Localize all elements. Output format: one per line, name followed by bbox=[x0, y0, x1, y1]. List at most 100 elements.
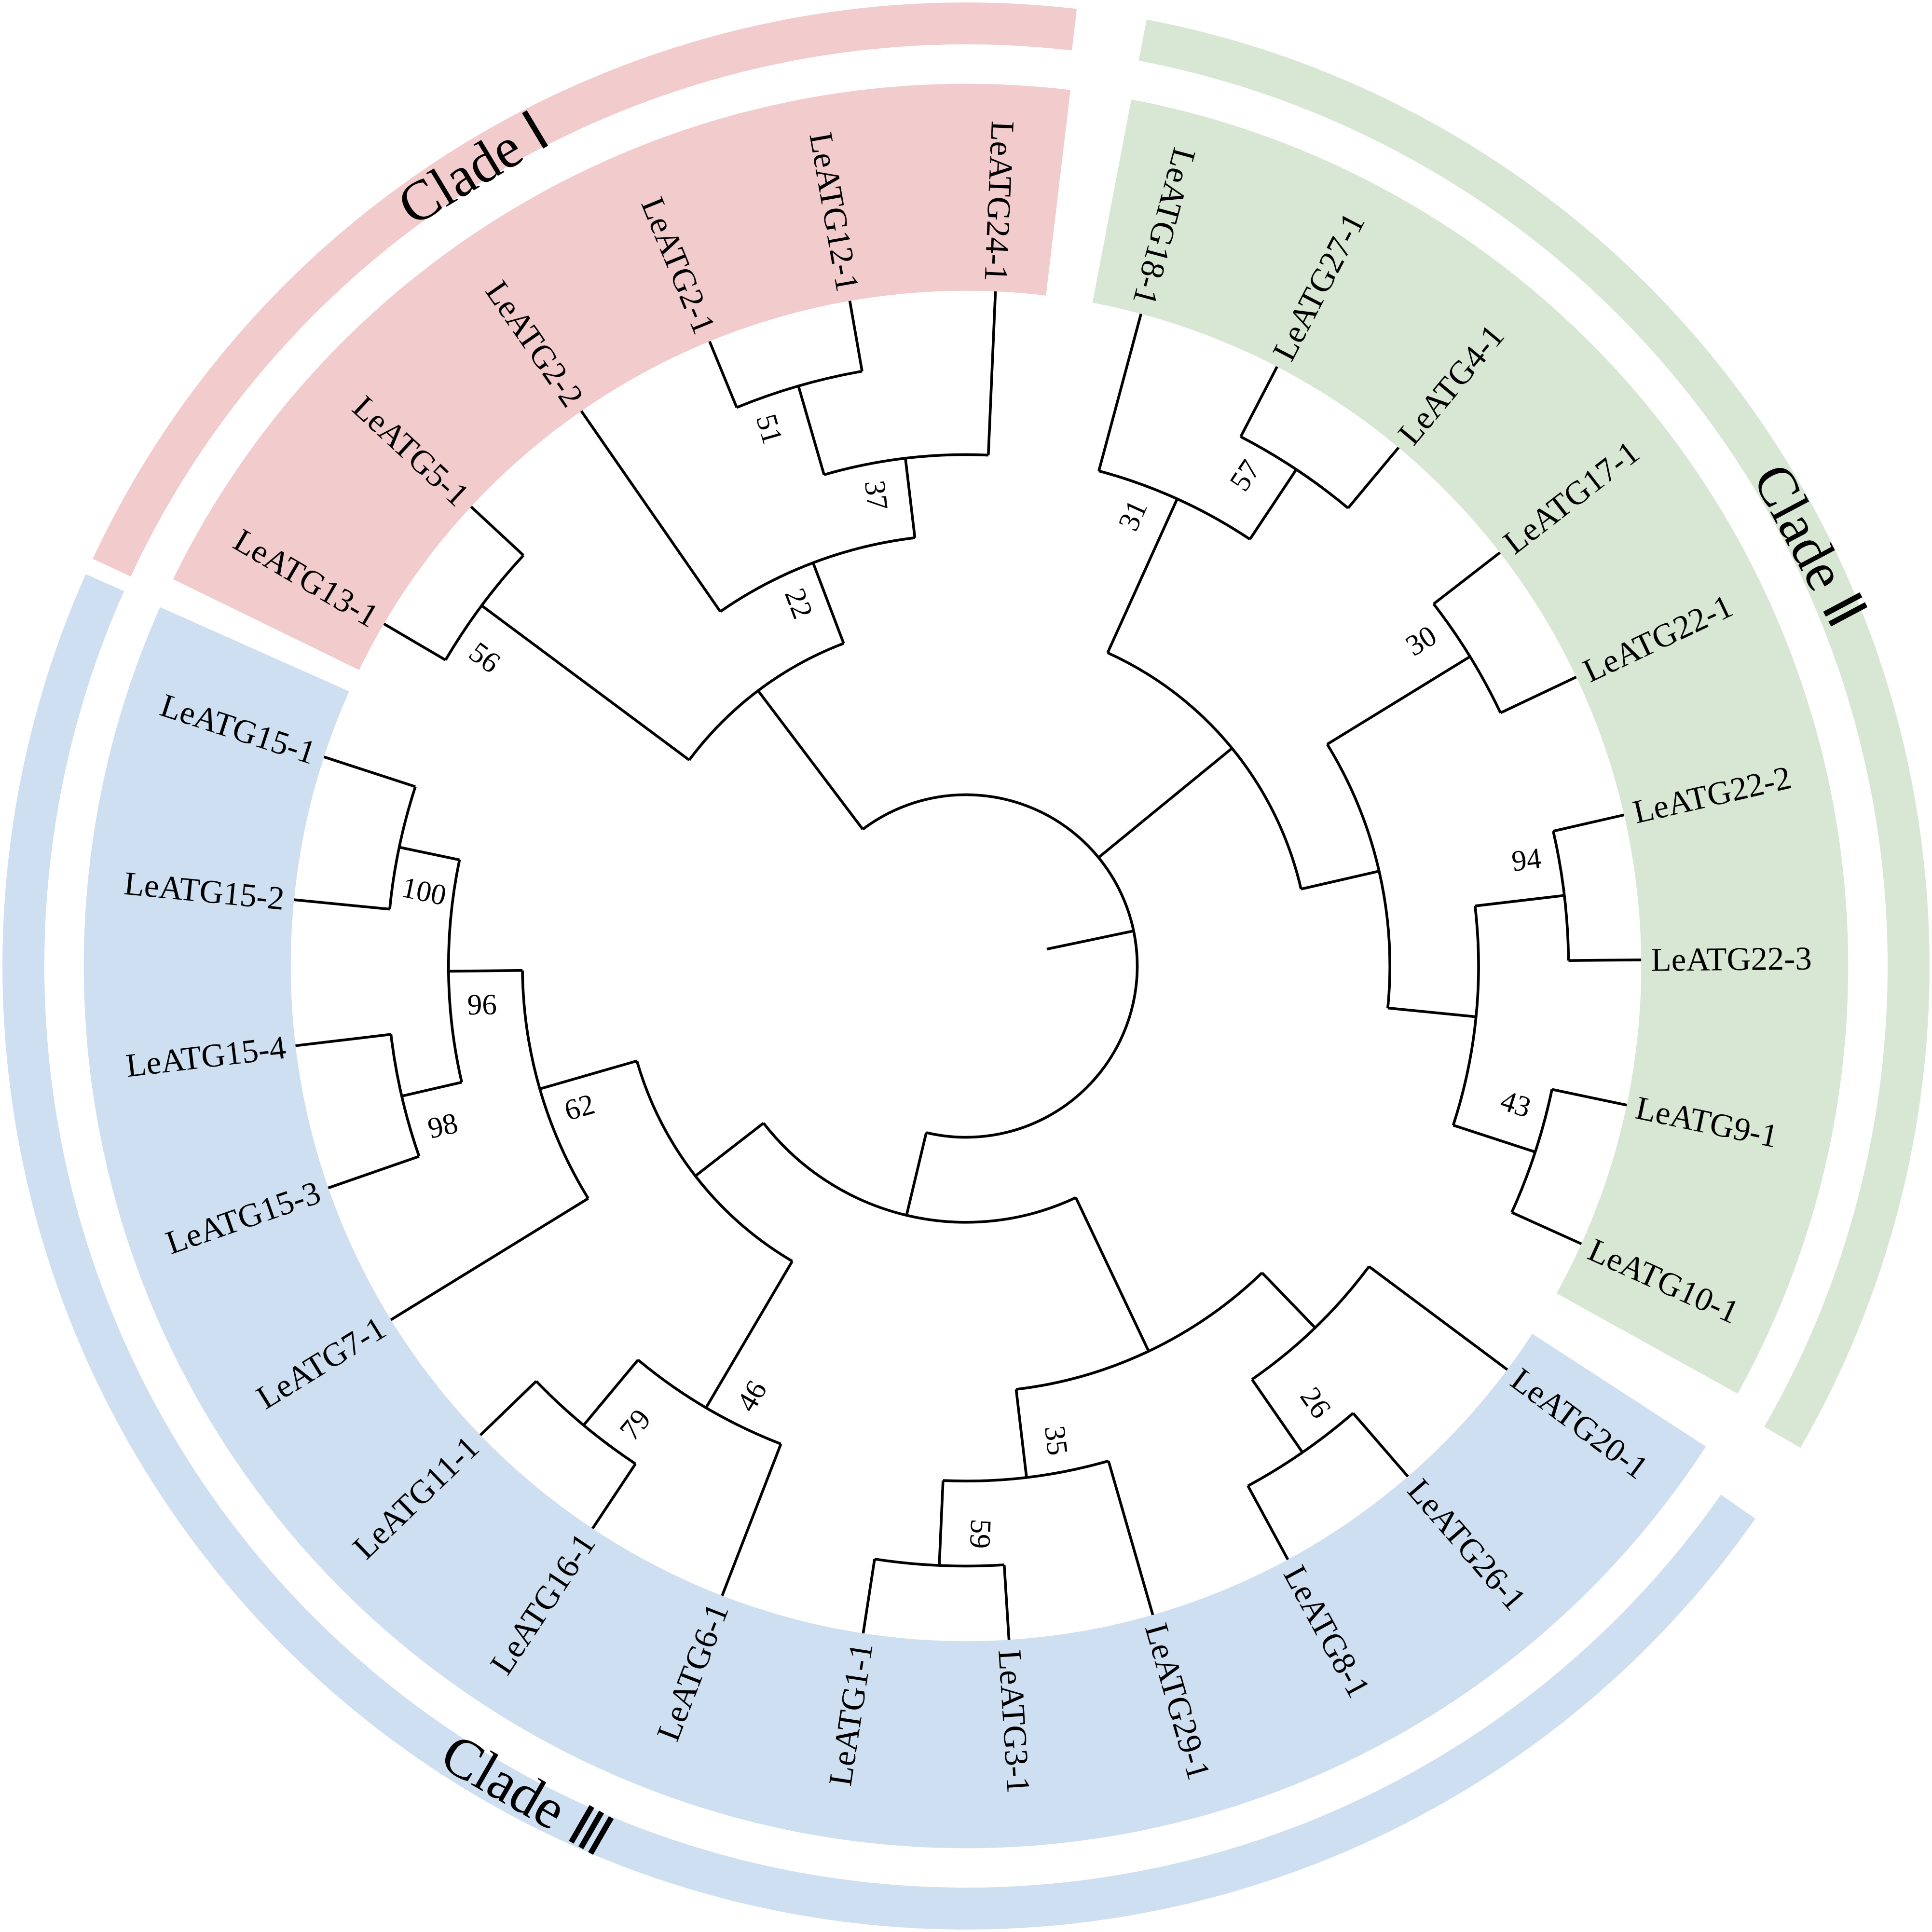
leaf-label: LeATG22-3 bbox=[1651, 940, 1812, 978]
leaf-branch bbox=[328, 1155, 420, 1190]
bootstrap-value: 43 bbox=[1496, 1084, 1535, 1124]
leaf-branch bbox=[323, 755, 416, 788]
internal-branch bbox=[1248, 468, 1298, 540]
internal-branch bbox=[757, 690, 864, 830]
leaf-branch bbox=[295, 1033, 391, 1047]
bootstrap-labels: 22 37 51 56 31 57 30 94 43 26 35 59 46 79 62 96 98 100 bbox=[399, 411, 1543, 1549]
bootstrap-value: 57 bbox=[1223, 454, 1267, 497]
bootstrap-value: 46 bbox=[730, 1375, 774, 1417]
leaf-branch bbox=[848, 301, 863, 372]
leaf-label: LeATG3-1 bbox=[991, 1648, 1037, 1795]
branch-arc bbox=[719, 536, 915, 613]
branch-arc bbox=[1016, 1272, 1263, 1391]
internal-branch bbox=[1301, 870, 1380, 891]
branch-arc bbox=[535, 1380, 636, 1465]
leaf-branch bbox=[987, 291, 997, 455]
branch-arc bbox=[1510, 1089, 1553, 1213]
branch-arc bbox=[1240, 435, 1349, 509]
bootstrap-value: 30 bbox=[1400, 619, 1442, 662]
branch-arc bbox=[1098, 469, 1251, 541]
branch-arc bbox=[1247, 1412, 1354, 1487]
internal-branch bbox=[904, 458, 917, 538]
leaf-branch bbox=[1002, 1564, 1011, 1640]
branch-arc bbox=[874, 1558, 1004, 1568]
bootstrap-value: 31 bbox=[1112, 495, 1154, 535]
internal-branch bbox=[705, 1261, 794, 1409]
clade-2-inner-band bbox=[1092, 99, 1849, 1394]
bootstrap-value: 37 bbox=[858, 479, 894, 512]
internal-branch bbox=[398, 846, 460, 862]
leaf-branch bbox=[294, 898, 390, 911]
internal-branch bbox=[480, 604, 690, 761]
branch-arc bbox=[389, 1034, 421, 1157]
bootstrap-value: 51 bbox=[750, 411, 789, 448]
branch-arc bbox=[637, 1358, 781, 1445]
leaf-branch bbox=[1553, 813, 1625, 833]
leaf-branch bbox=[580, 410, 722, 613]
internal-branch bbox=[401, 1081, 462, 1097]
internal-branch bbox=[797, 385, 825, 475]
internal-branch bbox=[582, 1359, 639, 1426]
bootstrap-value: 94 bbox=[1510, 842, 1543, 878]
bootstrap-value: 79 bbox=[613, 1403, 657, 1447]
leaf-branch bbox=[390, 1197, 589, 1321]
leaf-branch bbox=[721, 1443, 782, 1596]
bootstrap-value: 96 bbox=[467, 988, 497, 1021]
leaf-branch bbox=[1500, 675, 1577, 714]
bootstrap-value: 35 bbox=[1038, 1424, 1074, 1457]
internal-branch bbox=[1261, 1272, 1316, 1329]
branch-arc bbox=[1326, 743, 1391, 1008]
internal-branch bbox=[905, 1132, 928, 1216]
branch-arc bbox=[1107, 651, 1302, 890]
leaf-branch bbox=[1097, 313, 1142, 471]
branch-arc bbox=[943, 1459, 1109, 1482]
internal-branch bbox=[1387, 1006, 1477, 1018]
bootstrap-value: 26 bbox=[1294, 1381, 1338, 1424]
branch-arc bbox=[388, 786, 417, 910]
leaf-branch bbox=[1239, 366, 1278, 438]
leaf-branch bbox=[383, 622, 446, 661]
branch-arc bbox=[762, 1122, 1077, 1224]
branch-arc bbox=[447, 859, 463, 1083]
root-branch bbox=[1046, 930, 1134, 951]
internal-branch bbox=[1074, 1197, 1150, 1352]
internal-branch bbox=[1251, 1378, 1304, 1453]
branch-arc bbox=[688, 642, 844, 761]
leaf-branch bbox=[1511, 1211, 1582, 1246]
branch-arc bbox=[736, 370, 863, 409]
internal-branch bbox=[1014, 1389, 1028, 1478]
branch-arc bbox=[1251, 1265, 1370, 1381]
internal-branch bbox=[1452, 1124, 1536, 1153]
internal-branch bbox=[1326, 655, 1471, 746]
branch-arc bbox=[823, 453, 988, 476]
leaf-branch bbox=[708, 341, 738, 408]
internal-branch bbox=[694, 1122, 765, 1177]
internal-branch bbox=[938, 1480, 945, 1566]
internal-branch bbox=[811, 562, 845, 644]
leaf-branch bbox=[591, 1463, 637, 1530]
internal-branch bbox=[1106, 498, 1178, 654]
bootstrap-value: 56 bbox=[463, 635, 507, 679]
tree-branches bbox=[294, 291, 1642, 1640]
internal-branch bbox=[539, 1059, 638, 1091]
leaf-branch bbox=[1433, 551, 1501, 605]
internal-branch bbox=[1475, 894, 1565, 907]
leaf-branch bbox=[470, 506, 524, 557]
bootstrap-value: 59 bbox=[963, 1518, 998, 1549]
bootstrap-value: 98 bbox=[425, 1107, 461, 1145]
leaf-branch bbox=[1551, 1088, 1627, 1107]
leaf-branch bbox=[1368, 1265, 1508, 1371]
bootstrap-value: 100 bbox=[399, 871, 449, 912]
clade-2-outer-band bbox=[1138, 19, 1930, 1448]
bootstrap-value: 62 bbox=[561, 1087, 598, 1127]
branch-arc bbox=[1552, 831, 1570, 961]
bootstrap-value: 22 bbox=[778, 584, 819, 623]
branch-arc bbox=[862, 793, 1139, 1139]
internal-branch bbox=[1097, 747, 1233, 859]
branch-arc bbox=[444, 554, 525, 661]
leaf-branch bbox=[1352, 1412, 1409, 1478]
leaf-branch bbox=[1347, 446, 1400, 509]
branch-arc bbox=[635, 1060, 793, 1262]
